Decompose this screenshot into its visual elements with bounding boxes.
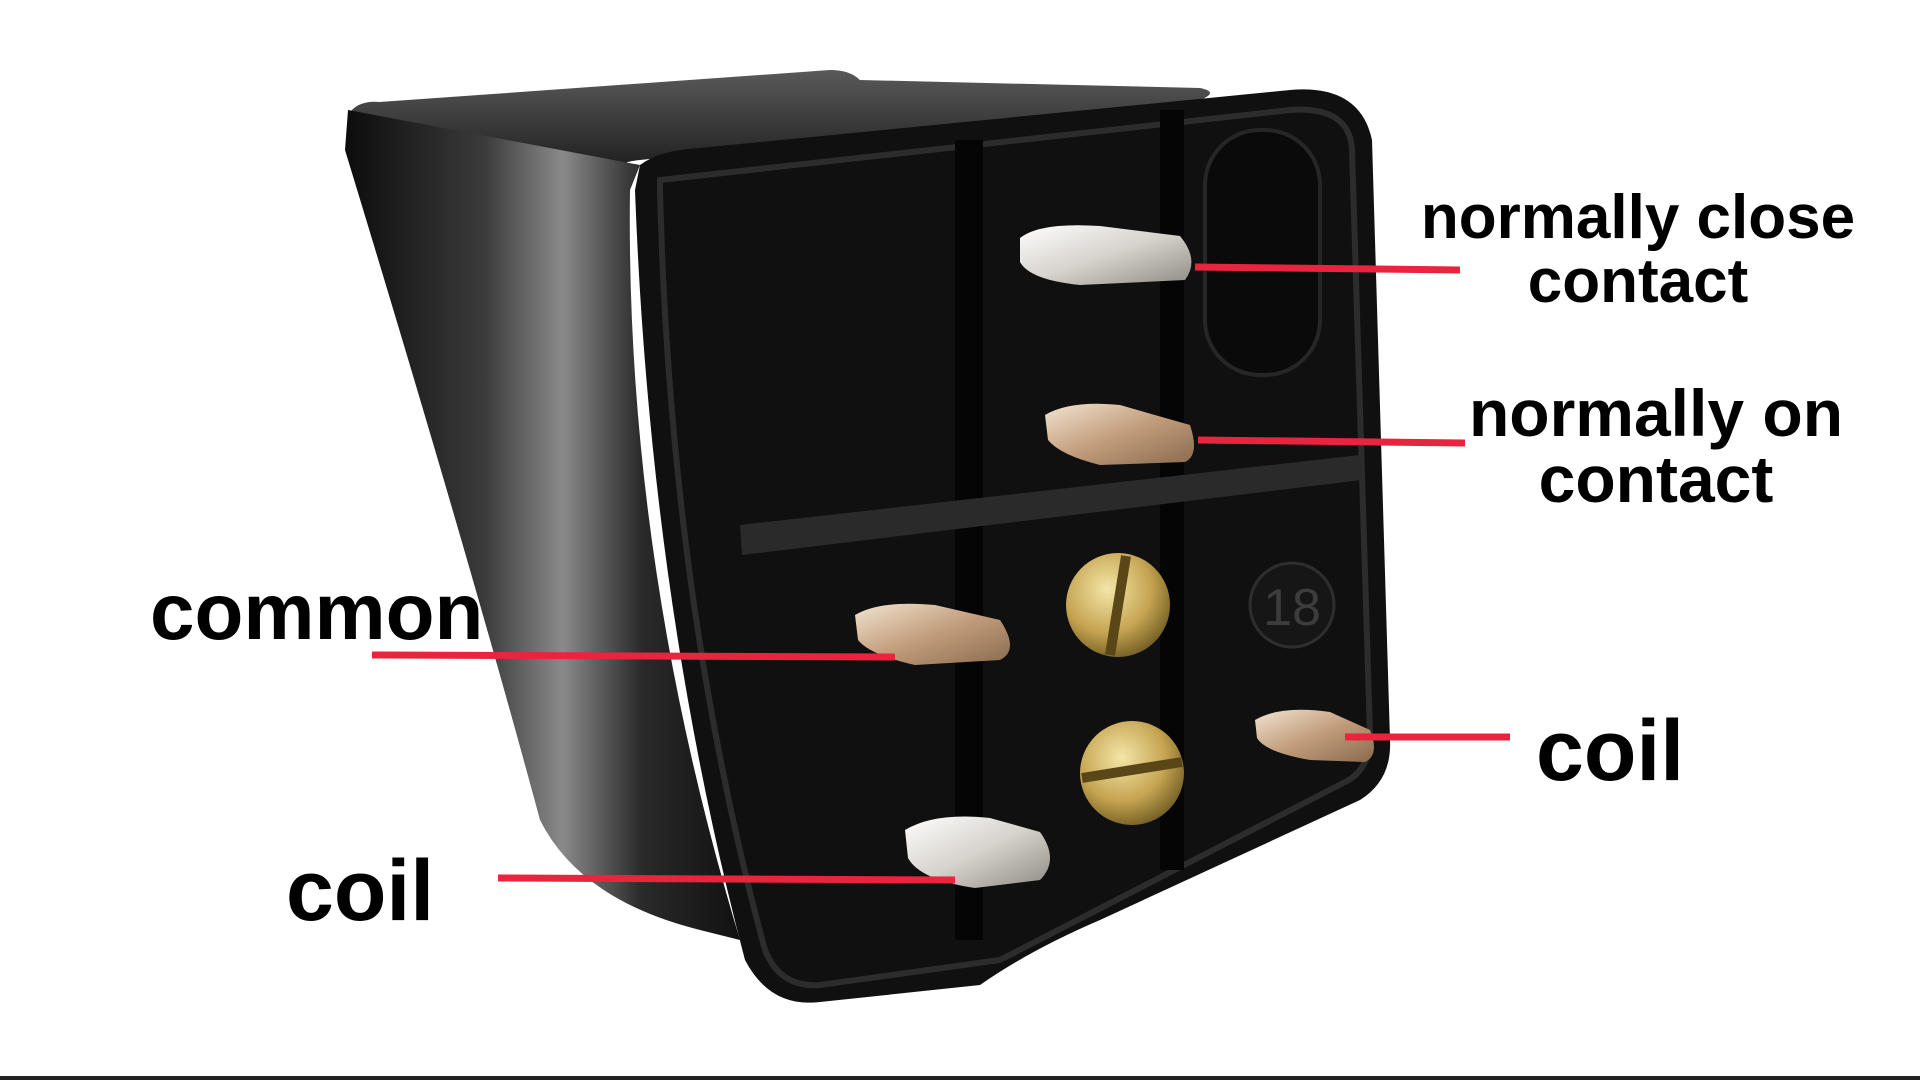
label-normally-close-line1: normally close (1420, 183, 1856, 252)
no-terminal (1045, 403, 1194, 465)
screw-slot (1081, 757, 1183, 783)
label-normally-close-contact: normally close contact (1388, 186, 1888, 314)
relay-socket-boss (1248, 561, 1336, 649)
label-coil-right: coil (1536, 703, 1685, 799)
label-common: common (150, 567, 484, 656)
relay-front-rim (657, 106, 1374, 989)
label-coil-left: coil (286, 843, 435, 939)
relay-socket-number: 18 (1263, 579, 1321, 637)
relay-rib (740, 455, 1362, 555)
relay-side-face (345, 110, 740, 940)
relay-front-face (635, 89, 1391, 1003)
relay-recess (1203, 128, 1322, 377)
common-terminal (855, 603, 1010, 665)
leader-line-coil-left (497, 874, 956, 884)
relay-top-face (350, 70, 1210, 170)
nc-terminal (1020, 225, 1192, 285)
coil-right-terminal (1255, 709, 1374, 762)
label-normally-close-line2: contact (1527, 247, 1749, 316)
relay-rib (955, 140, 983, 940)
leader-line-normally-on (1197, 436, 1466, 447)
label-normally-on-line1: normally on (1468, 376, 1844, 450)
screw-slot (1105, 555, 1131, 656)
bottom-divider (0, 1076, 1920, 1080)
label-normally-on-line2: contact (1538, 442, 1774, 516)
leader-line-common (371, 651, 896, 661)
coil-left-terminal (905, 816, 1050, 888)
leader-line-normally-close (1194, 263, 1461, 274)
label-normally-on-contact: normally on contact (1424, 380, 1888, 512)
